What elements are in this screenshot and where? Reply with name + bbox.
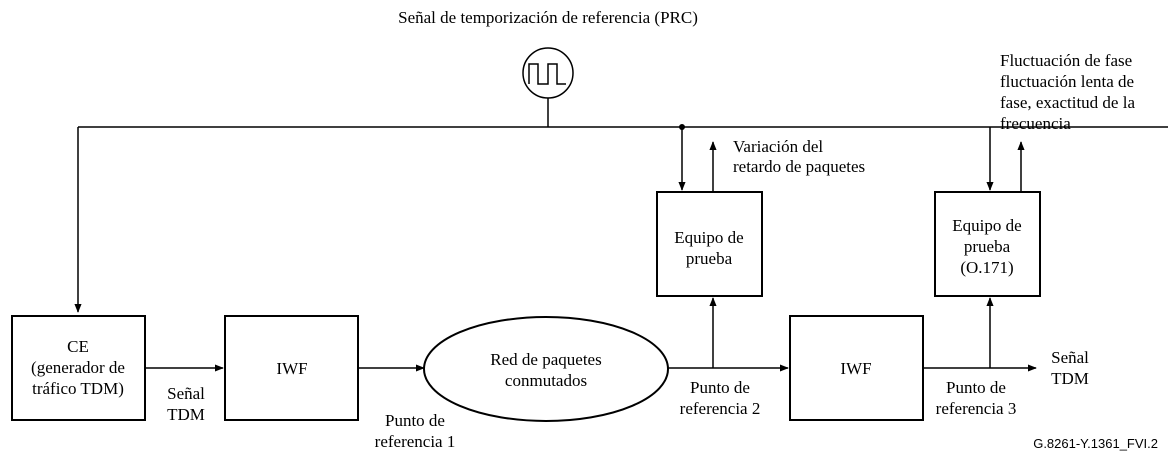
- tdm-in-label-line1: Señal: [167, 384, 205, 403]
- iwf1-block: [224, 315, 359, 421]
- tdm-out-label-line2: TDM: [1051, 369, 1089, 388]
- ce-label-line3: tráfico TDM): [32, 379, 124, 398]
- test-equipment-1-line1: Equipo de: [674, 228, 743, 247]
- test-equipment-2-line1: Equipo de: [952, 216, 1021, 235]
- ref-point-2-line2: referencia 2: [680, 399, 761, 418]
- jitter-label-line3: fase, exactitud de la: [1000, 93, 1135, 112]
- test-equipment-1: [656, 191, 763, 297]
- ce-label-line1: CE: [67, 337, 89, 356]
- network-label-line2: conmutados: [505, 371, 587, 390]
- clock-source-icon: [522, 47, 574, 99]
- ce-label-line2: (generador de: [31, 358, 125, 377]
- ref-point-3-line1: Punto de: [946, 378, 1006, 397]
- jitter-label-line2: fluctuación lenta de: [1000, 72, 1134, 91]
- iwf1-label: IWF: [276, 359, 307, 378]
- pdv-label-line2: retardo de paquetes: [733, 157, 865, 176]
- ref-point-3-line2: referencia 3: [936, 399, 1017, 418]
- pdv-label-line1: Variación del: [733, 137, 823, 156]
- iwf2-label: IWF: [840, 359, 871, 378]
- tdm-out-label-line1: Señal: [1051, 348, 1089, 367]
- test-equipment-2-line3: (O.171): [960, 258, 1013, 277]
- ce-block: [11, 315, 146, 421]
- network-label-line1: Red de paquetes: [490, 350, 601, 369]
- jitter-label-line1: Fluctuación de fase: [1000, 51, 1132, 70]
- test-equipment-2-line2: prueba: [964, 237, 1011, 256]
- ref-point-1-line2: referencia 1: [375, 432, 456, 451]
- jitter-label-line4: frecuencia: [1000, 114, 1071, 133]
- packet-network-cloud: [423, 316, 669, 422]
- test-equipment-2: [934, 191, 1041, 297]
- figure-id: G.8261-Y.1361_FVI.2: [1033, 436, 1158, 451]
- test-equipment-1-line2: prueba: [686, 249, 733, 268]
- ref-point-2-line1: Punto de: [690, 378, 750, 397]
- reference-clock-title: Señal de temporización de referencia (PR…: [398, 8, 698, 27]
- ref-point-1-line1: Punto de: [385, 411, 445, 430]
- tdm-in-label-line2: TDM: [167, 405, 205, 424]
